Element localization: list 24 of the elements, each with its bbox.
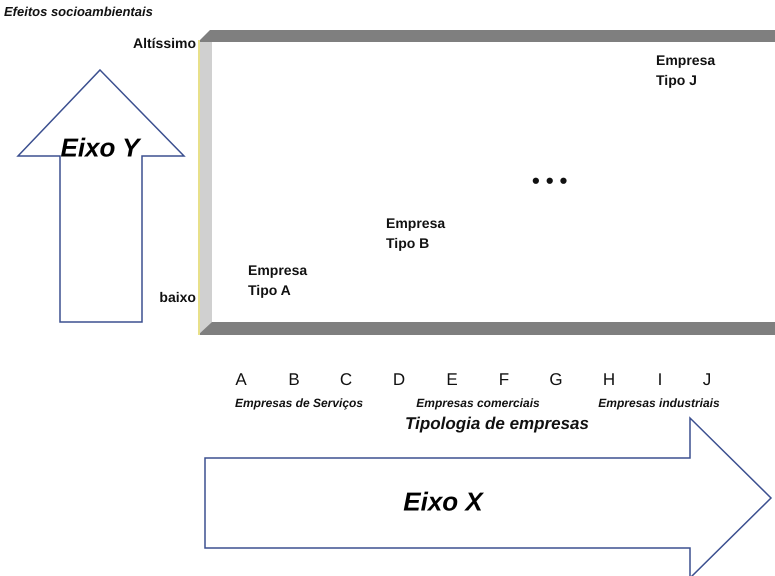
category-letter: F xyxy=(498,370,510,390)
axis-name: Eixo Y xyxy=(60,132,140,164)
category-group-label: Empresas de Serviços xyxy=(234,396,364,410)
ellipsis: • • • xyxy=(532,168,568,194)
category-letter: J xyxy=(702,370,712,390)
category-letter: C xyxy=(340,370,352,390)
axis-value-label: baixo xyxy=(159,289,196,305)
category-letter: H xyxy=(602,370,616,390)
category-letter: A xyxy=(235,370,247,390)
category-group-label: Empresas industriais xyxy=(598,396,720,410)
category-group-label: Empresas comerciais xyxy=(416,396,540,410)
axis-title: Tipologia de empresas xyxy=(405,414,589,434)
category-letter: B xyxy=(288,370,300,390)
arrow-shape xyxy=(203,416,775,576)
category-letter: G xyxy=(549,370,563,390)
company-label: Empresa Tipo B xyxy=(386,214,446,254)
category-letter: E xyxy=(446,370,458,390)
axis-value-label: Altíssimo xyxy=(132,35,196,51)
category-letter: D xyxy=(392,370,406,390)
category-letter: I xyxy=(658,370,662,390)
company-label: Empresa Tipo J xyxy=(656,51,716,90)
axis-title: Efeitos socioambientais xyxy=(4,4,153,19)
axis-name: Eixo X xyxy=(403,486,483,518)
company-label: Empresa Tipo A xyxy=(248,261,308,300)
